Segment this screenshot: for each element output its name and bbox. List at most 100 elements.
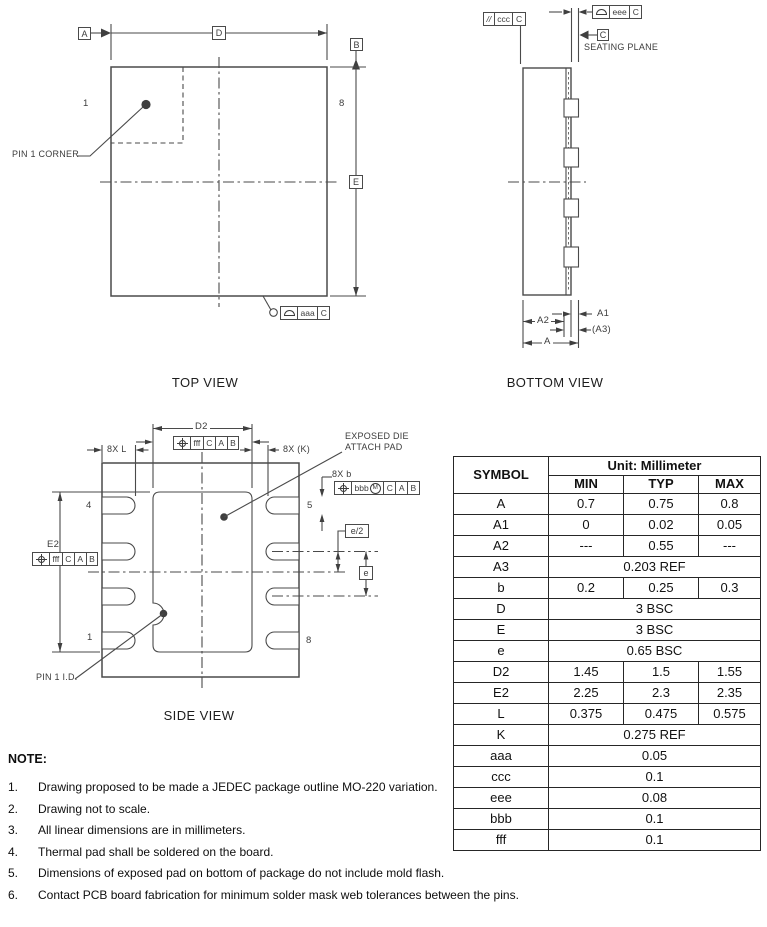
note-item: 1.Drawing proposed to be made a JEDEC pa… <box>8 780 438 794</box>
position-fff-frame-left: fff C A B <box>32 552 99 566</box>
note-item: 6.Contact PCB board fabrication for mini… <box>8 887 519 902</box>
eee-datum-c: C <box>632 7 639 17</box>
note-item: 5.Dimensions of exposed pad on bottom of… <box>8 866 445 881</box>
fff-datum-b: B <box>89 554 95 564</box>
dim-8x-b-label: 8X b <box>332 469 352 479</box>
aaa-datum-c: C <box>320 308 327 318</box>
aaa-tolerance: aaa <box>298 307 319 319</box>
exposed-pad-label-line2: ATTACH PAD <box>345 442 403 452</box>
bbb-datum-b: B <box>410 483 417 493</box>
eee-tolerance: eee <box>610 6 631 18</box>
profile-eee-frame: eee C <box>592 5 643 19</box>
side-view-linework <box>52 424 378 688</box>
dim-e-label: E <box>352 177 359 187</box>
top-view-title: TOP VIEW <box>171 375 239 390</box>
bbb-tolerance-cell: bbb M <box>352 482 385 494</box>
dim-8x-k-label: 8X (K) <box>283 444 311 454</box>
position-icon <box>33 553 50 565</box>
dim-e-label-side: e <box>363 568 369 578</box>
note-item: 4.Thermal pad shall be soldered on the b… <box>8 844 274 859</box>
top-view-linework <box>77 24 366 317</box>
dim-e-box-side: e <box>359 566 373 580</box>
ccc-tolerance: ccc <box>495 13 514 25</box>
note-item: 3.All linear dimensions are in millimete… <box>8 823 246 838</box>
datum-c-box: C <box>597 29 609 41</box>
side-view-pin1-number: 1 <box>87 632 93 643</box>
side-view-pin5-number: 5 <box>307 500 313 511</box>
side-view-pin8-number: 8 <box>306 635 312 646</box>
table-header-typ: TYP <box>623 475 699 494</box>
profile-icon <box>281 307 298 319</box>
dim-d-label: D <box>215 28 223 38</box>
fff-datum-a: A <box>75 553 87 565</box>
parallelism-ccc-frame: // ccc C <box>483 12 526 26</box>
bbb-tolerance: bbb <box>354 483 369 493</box>
dim-8x-l-label: 8X L <box>107 444 127 454</box>
dim-a1-label: A1 <box>597 308 610 319</box>
datum-c-label: C <box>599 30 607 40</box>
table-row: A2---0.55--- <box>453 535 761 557</box>
pin1-corner-label: PIN 1 CORNER <box>12 149 80 159</box>
datum-a-label: A <box>81 28 88 39</box>
position-fff-frame-top: fff C A B <box>173 436 240 450</box>
parallelism-icon: // <box>484 13 495 25</box>
dim-d-box: D <box>212 26 226 40</box>
dim-e2-label: E2 <box>47 539 60 550</box>
dim-e-half-label: e/2 <box>350 526 364 536</box>
side-view-title: SIDE VIEW <box>163 708 235 723</box>
bbb-datum-c: C <box>384 482 397 494</box>
note-item: 2.Drawing not to scale. <box>8 801 151 816</box>
bbb-datum-a: A <box>396 482 408 494</box>
datum-b-label: B <box>353 39 360 50</box>
side-view-pin4-number: 4 <box>86 500 92 511</box>
mmc-letter: M <box>372 483 378 491</box>
notes-section: NOTE: 1.Drawing proposed to be made a JE… <box>8 752 760 908</box>
datum-b-box: B <box>350 38 363 51</box>
dim-a-label: A <box>542 336 553 348</box>
top-view-pin1-number: 1 <box>83 98 89 109</box>
bottom-view-linework <box>508 8 597 348</box>
dim-e-half-box: e/2 <box>345 524 369 538</box>
fff-datum-c: C <box>204 437 216 449</box>
table-header-max: MAX <box>698 475 761 494</box>
notes-heading: NOTE: <box>8 752 47 766</box>
table-header-unit: Unit: Millimeter <box>548 456 761 476</box>
dim-a3-label: (A3) <box>592 324 611 335</box>
ccc-datum-c: C <box>515 14 523 24</box>
dim-e-box: E <box>349 175 363 189</box>
dim-a2-label: A2 <box>535 315 552 327</box>
fff-tolerance: fff <box>191 437 204 449</box>
bottom-view-title: BOTTOM VIEW <box>506 375 604 390</box>
table-header-symbol: SYMBOL <box>453 456 549 494</box>
position-icon <box>174 437 191 449</box>
top-view-pin8-number: 8 <box>339 98 345 109</box>
seating-plane-label: SEATING PLANE <box>584 42 659 52</box>
mmc-modifier-icon: M <box>369 482 381 494</box>
exposed-pad-label-line1: EXPOSED DIE <box>345 431 409 441</box>
profile-aaa-frame: aaa C <box>280 306 331 320</box>
fff-datum-c: C <box>63 553 75 565</box>
position-icon <box>335 482 352 494</box>
pin1-id-label: PIN 1 I.D. <box>36 672 78 682</box>
fff-datum-b: B <box>230 438 236 448</box>
profile-icon <box>593 6 610 18</box>
fff-datum-a: A <box>216 437 228 449</box>
fff-tolerance: fff <box>50 553 63 565</box>
